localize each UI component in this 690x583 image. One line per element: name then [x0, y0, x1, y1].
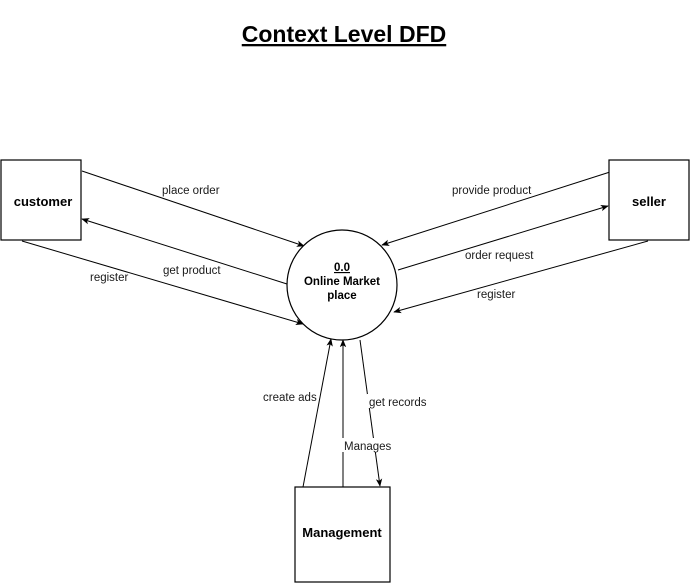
flow-provide-product-label: provide product	[452, 185, 532, 197]
flow-create-ads-label: create ads	[263, 392, 317, 404]
entity-customer-label: customer	[14, 194, 73, 209]
flow-place-order-arrow	[81, 170, 305, 247]
flow-get-product-arrow	[81, 218, 288, 285]
flow-place-order-label: place order	[162, 185, 220, 197]
process-online-market-place[interactable]	[286, 229, 398, 341]
flow-customer-register-label: register	[90, 272, 129, 284]
flow-get-records-label: get records	[369, 397, 427, 409]
flow-customer-register-arrow	[21, 240, 304, 326]
flow-order-request-label: order request	[465, 250, 534, 262]
flow-provide-product-arrow	[381, 171, 611, 246]
entity-management-label: Management	[302, 525, 382, 540]
entity-seller-label: seller	[632, 194, 666, 209]
entity-customer[interactable]	[0, 159, 82, 241]
diagram-title: Context Level DFD	[242, 21, 446, 47]
flow-create-ads-arrow	[302, 338, 333, 488]
flow-order-request-arrow	[397, 205, 609, 271]
flow-manages-label: Manages	[344, 441, 392, 453]
flow-get-records-arrow	[359, 339, 383, 487]
flow-seller-register-label: register	[477, 289, 516, 301]
process-name-line1: Online Market	[304, 276, 380, 288]
entity-management[interactable]	[294, 486, 391, 583]
flow-get-product-label: get product	[163, 265, 221, 277]
process-name-line2: place	[327, 290, 356, 302]
flow-seller-register-arrow	[393, 240, 649, 314]
entity-seller[interactable]	[608, 159, 690, 241]
process-id: 0.0	[334, 262, 350, 274]
